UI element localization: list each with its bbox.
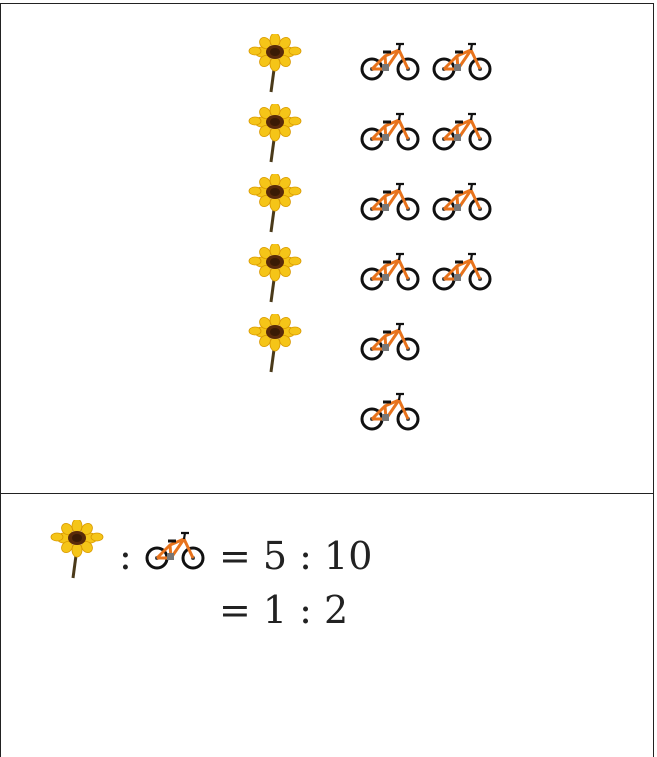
bicycle-icon bbox=[359, 42, 421, 82]
bicycle-icon bbox=[144, 531, 206, 571]
ratio-line-1: = 5 : 10 bbox=[219, 534, 373, 578]
bicycle-icon bbox=[359, 182, 421, 222]
sunflower-icon bbox=[47, 519, 107, 581]
bicycle-icon bbox=[359, 112, 421, 152]
ratio-panel: : = 5 : 10 = 1 : 2 bbox=[0, 493, 654, 757]
sunflower-icon bbox=[245, 174, 305, 234]
sunflower-icon bbox=[245, 244, 305, 304]
sunflower-icon bbox=[245, 314, 305, 374]
bicycle-icon bbox=[359, 392, 421, 432]
ratio-colon: : bbox=[119, 534, 132, 578]
sunflower-icon bbox=[245, 34, 305, 94]
bicycle-icon bbox=[431, 112, 493, 152]
bicycle-icon bbox=[431, 252, 493, 292]
bicycle-icon bbox=[431, 42, 493, 82]
ratio-line-2: = 1 : 2 bbox=[219, 588, 349, 632]
picture-panel bbox=[0, 3, 654, 494]
bicycle-icon bbox=[431, 182, 493, 222]
bicycle-icon bbox=[359, 322, 421, 362]
bicycle-icon bbox=[359, 252, 421, 292]
sunflower-icon bbox=[245, 104, 305, 164]
